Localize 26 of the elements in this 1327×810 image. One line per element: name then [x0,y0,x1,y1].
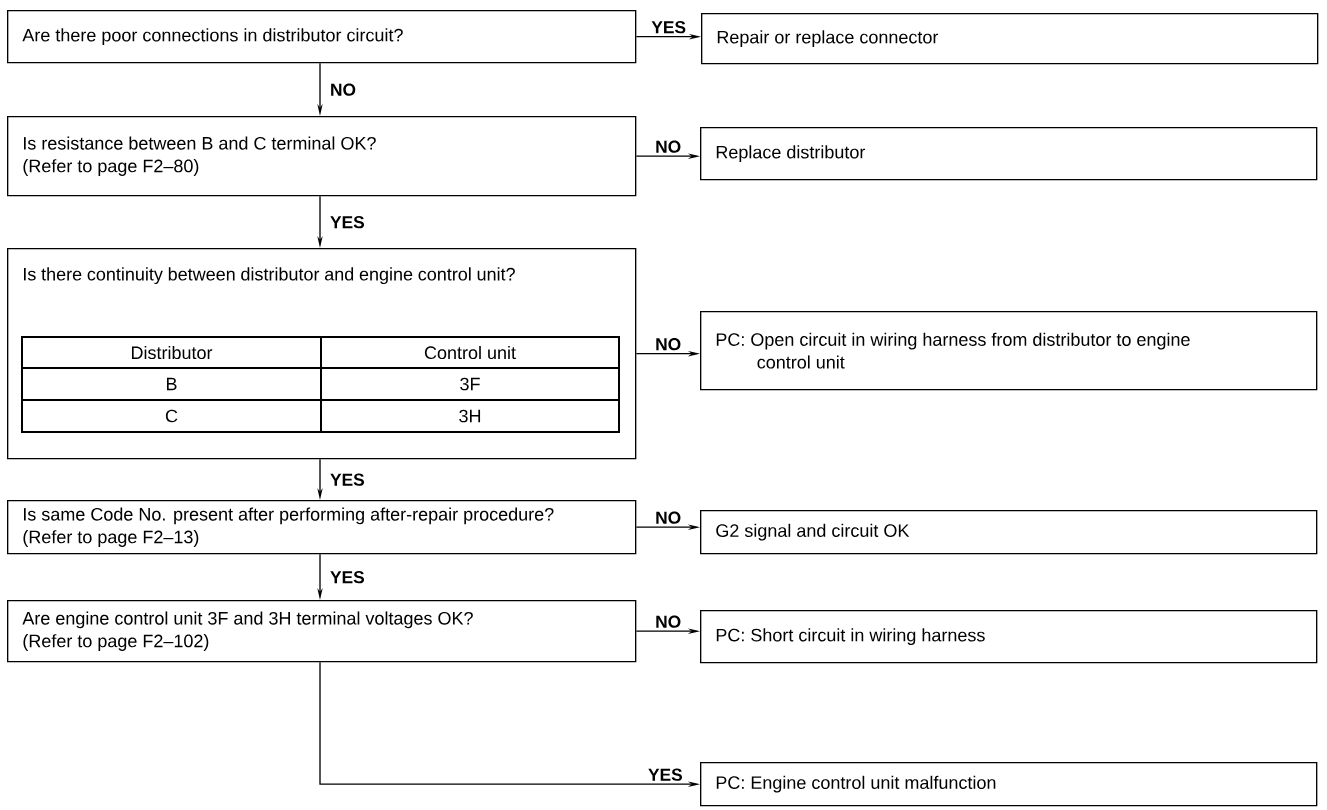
process-box: Are there poor connections in distributor circuit? [7,10,637,64]
process-box: Repair or replace connector [701,13,1319,65]
edge-label: YES [651,21,686,34]
edge-label: NO [656,338,681,351]
edge-label: YES [330,571,364,584]
edge-label: YES [330,473,364,486]
process-box: G2 signal and circuit OK [700,510,1318,555]
table-cell: 3H [459,409,481,423]
edge-label: NO [656,511,681,524]
process-box: Is resistance between B and C terminal OK? (Refer to page F2–80) [7,116,637,197]
table-cell: C [165,409,178,423]
edge-label: YES [330,216,364,229]
edge-label: NO [331,83,356,96]
table-cell: B [167,377,177,391]
edge-label: NO [656,140,681,153]
process-box: PC: Open circuit in wiring harness from distributor to engine control unit [700,311,1318,391]
edge-label: NO [656,615,681,628]
process-box: Is same Code No. present after performing after-repair procedure? (Refer to page F2–13) [7,500,637,555]
process-box: Are engine control unit 3F and 3H terminal voltages OK? (Refer to page F2–102) [7,600,637,663]
table-cell: Control unit [424,345,516,360]
process-box: Replace distributor [700,127,1318,181]
edge-label: YES [648,768,682,781]
table-cell: Distributor [132,345,213,360]
process-box: PC: Engine control unit malfunction [700,762,1318,807]
table-cell: 3F [460,377,480,391]
process-box: PC: Short circuit in wiring harness [700,610,1318,664]
